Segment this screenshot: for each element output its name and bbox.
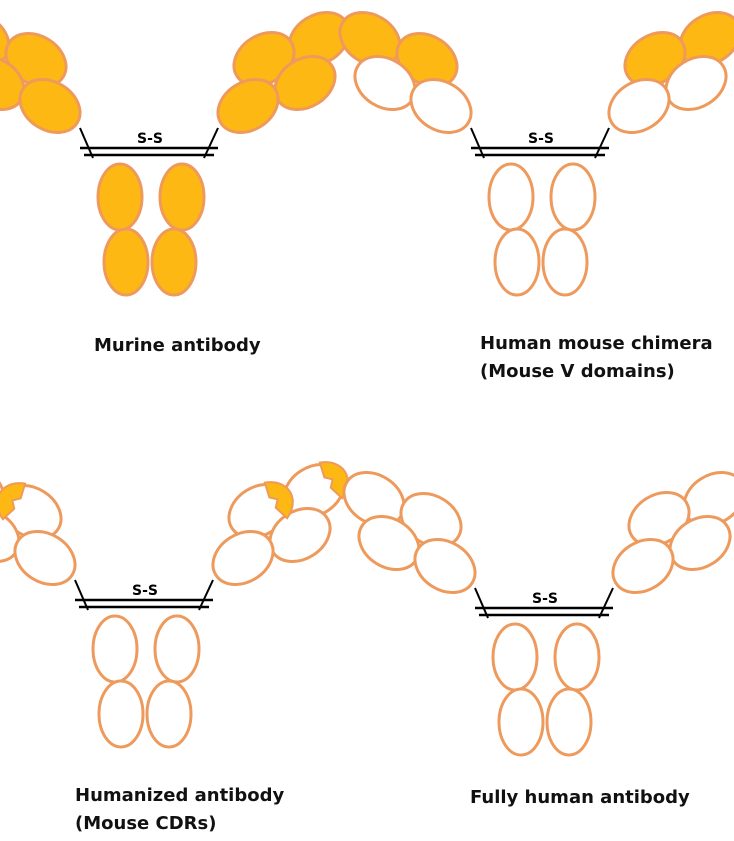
human-ch2-right-domain — [555, 624, 599, 690]
humanized-ch2-right-domain — [155, 616, 199, 682]
chimera-disulfide-label: S-S — [528, 131, 554, 147]
humanized-caption-line-2: (Mouse CDRs) — [75, 810, 284, 838]
murine-ch3-left-domain — [104, 229, 148, 295]
murine-caption-line-1: Murine antibody — [94, 332, 261, 360]
chimera-hinge-right — [595, 128, 609, 158]
human-ch2-left-domain — [493, 624, 537, 690]
antibody-murine: S-S — [0, 2, 359, 295]
chimera-ch2-left-domain — [489, 164, 533, 230]
humanized-ch3-right-domain — [147, 681, 191, 747]
human-caption-line-1: Fully human antibody — [470, 784, 690, 812]
human-ch3-left-domain — [499, 689, 543, 755]
humanized-ch2-left-domain — [93, 616, 137, 682]
humanized-hinge-right — [199, 580, 213, 610]
murine-antibody-caption: Murine antibody — [94, 332, 261, 360]
chimera-ch2-right-domain — [551, 164, 595, 230]
humanized-caption-line-1: Humanized antibody — [75, 782, 284, 810]
murine-disulfide-label: S-S — [137, 131, 163, 147]
humanized-disulfide-label: S-S — [132, 583, 158, 599]
humanized-hinge-left — [75, 580, 88, 610]
chimera-hinge-left — [471, 128, 484, 158]
antibody-human: S-S — [334, 462, 734, 755]
chimera-ch3-right-domain — [543, 229, 587, 295]
murine-hinge-left — [80, 128, 93, 158]
human-disulfide-label: S-S — [532, 591, 558, 607]
murine-ch2-right-domain — [160, 164, 204, 230]
antibody-chimera: S-S — [330, 2, 734, 295]
human-hinge-left — [475, 588, 488, 618]
antibody-humanized: S-S — [0, 454, 356, 747]
human-antibody-caption: Fully human antibody — [470, 784, 690, 812]
murine-ch3-right-domain — [152, 229, 196, 295]
chimera-antibody-caption: Human mouse chimera (Mouse V domains) — [480, 330, 713, 386]
humanized-ch3-left-domain — [99, 681, 143, 747]
murine-hinge-right — [204, 128, 218, 158]
murine-ch2-left-domain — [98, 164, 142, 230]
human-hinge-right — [599, 588, 613, 618]
chimera-caption-line-2: (Mouse V domains) — [480, 358, 713, 386]
human-ch3-right-domain — [547, 689, 591, 755]
chimera-caption-line-1: Human mouse chimera — [480, 330, 713, 358]
humanized-antibody-caption: Humanized antibody (Mouse CDRs) — [75, 782, 284, 838]
chimera-ch3-left-domain — [495, 229, 539, 295]
